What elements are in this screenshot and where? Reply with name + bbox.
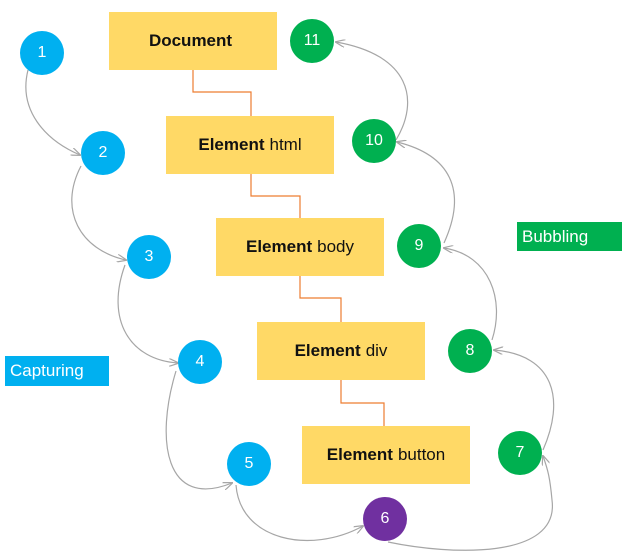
- bubbling-label: Bubbling: [517, 222, 622, 251]
- node-document-label: Document: [148, 31, 233, 50]
- flow-arrow: [494, 350, 555, 451]
- capturing-step-5: 5: [227, 442, 271, 486]
- node-html-type: html: [269, 135, 302, 154]
- node-div-type: div: [365, 341, 388, 360]
- bubbling-step-8: 8: [448, 329, 492, 373]
- flow-arrow: [165, 370, 232, 489]
- capturing-step-3: 3: [127, 235, 171, 279]
- flow-arrow: [117, 264, 178, 363]
- tree-connector: [192, 70, 252, 116]
- node-body-label: Element: [245, 237, 313, 256]
- flow-arrow: [71, 165, 126, 260]
- node-button-label: Element: [326, 445, 393, 464]
- tree-connector: [340, 380, 385, 426]
- flow-arrow: [444, 248, 498, 341]
- capturing-step-4: 4: [178, 340, 222, 384]
- capturing-step-1: 1: [20, 31, 64, 75]
- node-document: Document: [109, 12, 277, 70]
- bubbling-step-11: 11: [290, 19, 334, 63]
- bubbling-step-10: 10: [352, 119, 396, 163]
- flow-arrow: [397, 142, 456, 244]
- node-button-type: button: [397, 445, 446, 464]
- flow-arrow: [336, 42, 409, 141]
- flow-arrow: [387, 456, 553, 551]
- capturing-step-2: 2: [81, 131, 125, 175]
- tree-connector: [250, 174, 301, 218]
- node-html-label: Element: [198, 135, 265, 154]
- capturing-label: Capturing: [5, 356, 109, 386]
- bubbling-step-7: 7: [498, 431, 542, 475]
- node-body-type: body: [317, 237, 354, 256]
- flow-arrow: [25, 69, 80, 155]
- flow-arrow: [235, 484, 363, 542]
- tree-connector: [299, 276, 342, 322]
- node-div-label: Element: [294, 341, 361, 360]
- target-step-6: 6: [363, 497, 407, 541]
- bubbling-step-9: 9: [397, 224, 441, 268]
